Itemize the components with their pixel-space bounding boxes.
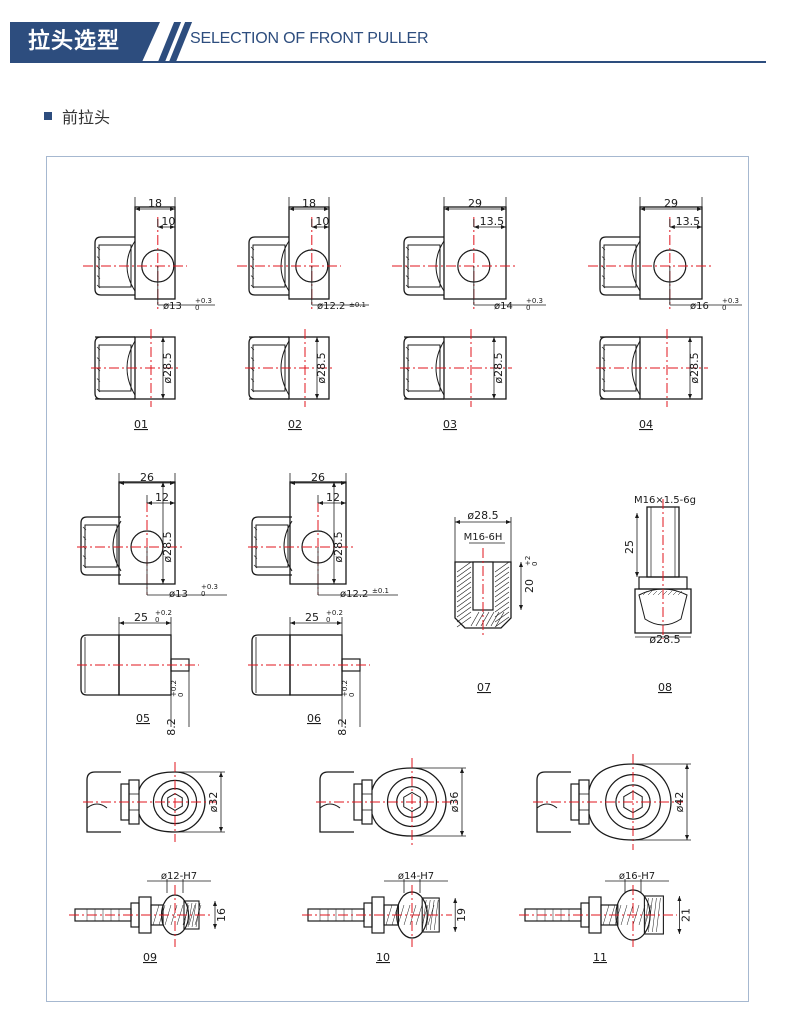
part-number-label: 09 <box>143 951 157 964</box>
tolerance-label: 0 <box>531 562 539 566</box>
bore-label: ø14-H7 <box>398 871 434 882</box>
part-number-label: 11 <box>593 951 607 964</box>
hole-label: ø14 <box>494 301 513 312</box>
slot-label: 8.2 <box>336 718 349 736</box>
hatch <box>456 561 510 628</box>
width-label: 21 <box>679 908 692 922</box>
tolerance-label: 0 <box>348 693 356 697</box>
tolerance-label: +0.3 <box>201 583 218 591</box>
part-number-label: 03 <box>443 418 457 431</box>
thread-label: M16×1.5-6g <box>634 495 696 506</box>
part-11: ø42 ø16-H7 21 11 <box>519 754 692 964</box>
part-number-label: 02 <box>288 418 302 431</box>
diameter-label: ø28.5 <box>332 531 345 562</box>
bore-label: ø16-H7 <box>619 871 655 882</box>
tolerance-label: 0 <box>155 616 159 624</box>
part-04: 29 13.5 ø16 +0.30 ø28.5 04 <box>588 197 742 431</box>
tolerance-label: +2 <box>524 556 532 566</box>
hex-bore <box>167 793 183 811</box>
part-number-label: 08 <box>658 681 672 694</box>
tolerance-label: 0 <box>722 304 726 312</box>
depth-label: 25 <box>134 611 148 624</box>
section-title: 前拉头 <box>62 108 111 127</box>
width-label: 29 <box>468 197 482 210</box>
diameter-label: ø28.5 <box>315 352 328 383</box>
hole-label: ø12.2 <box>317 301 345 312</box>
bore-label: ø12-H7 <box>161 871 197 882</box>
diameter-label: ø28.5 <box>688 352 701 383</box>
slot-label: 8.2 <box>165 718 178 736</box>
tolerance-label: +0.3 <box>722 297 739 305</box>
tolerance-label: 0 <box>526 304 530 312</box>
tolerance-label: 0 <box>177 693 185 697</box>
tolerance-label: ±0.1 <box>349 301 366 309</box>
square-bullet-icon <box>44 112 52 120</box>
tolerance-label: +0.2 <box>341 680 349 697</box>
hole-label: ø13 <box>163 301 182 312</box>
part-08: M16×1.5-6g 25 ø28.5 08 <box>623 495 696 694</box>
part-number-label: 05 <box>136 712 150 725</box>
part-number-label: 06 <box>307 712 321 725</box>
hole-label: ø12.2 <box>340 589 368 600</box>
part-number-label: 10 <box>376 951 390 964</box>
tolerance-label: +0.2 <box>155 609 172 617</box>
length-label: 25 <box>623 540 636 554</box>
part-03: 29 13.5 ø14 +0.30 ø28.5 03 <box>392 197 546 431</box>
hex-bore <box>403 791 421 813</box>
diameter-label: ø28.5 <box>467 509 498 522</box>
width-label: 18 <box>302 197 316 210</box>
width-label: 16 <box>215 908 228 922</box>
part-01: 18 10 ø13 +0.30 ø28.5 01 <box>83 197 215 431</box>
depth-label: 20 <box>523 579 536 593</box>
hole-label: ø16 <box>690 301 709 312</box>
head-diameter-label: ø32 <box>207 792 220 813</box>
thread-label: M16-6H <box>464 532 503 543</box>
offset-label: 12 <box>326 491 340 504</box>
tolerance-label: ±0.1 <box>372 587 389 595</box>
part-number-label: 01 <box>134 418 148 431</box>
technical-drawing: 1810ø13+0.30ø28.5011810ø12.2±0.1ø28.5022… <box>69 197 742 964</box>
width-label: 18 <box>148 197 162 210</box>
diameter-label: ø28.5 <box>161 531 174 562</box>
header-tab <box>10 22 160 62</box>
width-label: 26 <box>140 471 154 484</box>
diameter-label: ø28.5 <box>161 352 174 383</box>
head-diameter-label: ø42 <box>673 792 686 813</box>
offset-label: 12 <box>155 491 169 504</box>
part-09: ø32 ø12-H7 16 09 <box>69 762 228 964</box>
header-title-en: SELECTION OF FRONT PULLER <box>190 30 429 47</box>
diameter-label: ø28.5 <box>649 633 680 646</box>
part-02: 18 10 ø12.2 ±0.1 ø28.5 02 <box>237 197 369 431</box>
width-label: 29 <box>664 197 678 210</box>
header-title-cn: 拉头选型 <box>28 29 121 54</box>
width-label: 19 <box>455 908 468 922</box>
tolerance-label: +0.2 <box>170 680 178 697</box>
head-diameter-label: ø36 <box>448 792 461 813</box>
offset-label: 13.5 <box>676 215 701 228</box>
diameter-label: ø28.5 <box>492 352 505 383</box>
tolerance-label: +0.3 <box>526 297 543 305</box>
part-10: ø36 ø14-H7 19 10 <box>302 758 468 964</box>
part-number-label: 07 <box>477 681 491 694</box>
part-number-label: 04 <box>639 418 653 431</box>
tolerance-label: 0 <box>195 304 199 312</box>
tolerance-label: +0.2 <box>326 609 343 617</box>
tolerance-label: 0 <box>201 590 205 598</box>
hole-label: ø13 <box>169 589 188 600</box>
tolerance-label: 0 <box>326 616 330 624</box>
depth-label: 25 <box>305 611 319 624</box>
offset-label: 13.5 <box>480 215 505 228</box>
header-divider <box>10 61 766 63</box>
tolerance-label: +0.3 <box>195 297 212 305</box>
header: 拉头选型 SELECTION OF FRONT PULLER <box>0 0 790 66</box>
offset-label: 10 <box>161 215 175 228</box>
section-heading: 前拉头 <box>44 105 110 127</box>
width-label: 26 <box>311 471 325 484</box>
offset-label: 10 <box>315 215 329 228</box>
